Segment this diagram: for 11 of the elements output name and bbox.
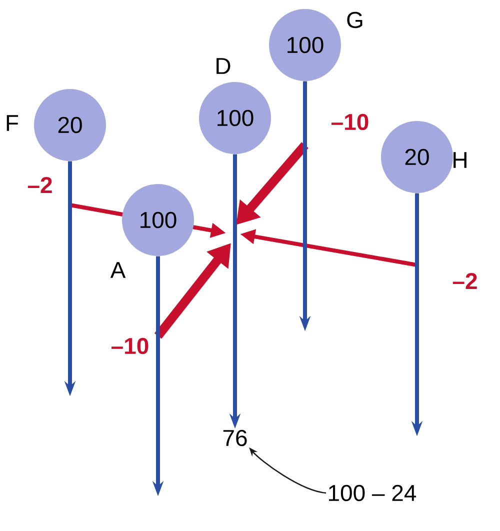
letter-label: D xyxy=(216,58,230,74)
letter-label: G xyxy=(347,12,362,28)
value-text: 100 – 24 xyxy=(328,484,416,502)
weight-label: –10 xyxy=(330,112,370,132)
value-text: 76 xyxy=(223,430,247,446)
letter-label: A xyxy=(110,262,126,278)
weight-label: –2 xyxy=(26,176,54,194)
letter-label: F xyxy=(6,115,18,131)
weight-label: –2 xyxy=(451,272,479,290)
letter-label: H xyxy=(454,152,466,168)
weight-label: –10 xyxy=(110,336,150,356)
